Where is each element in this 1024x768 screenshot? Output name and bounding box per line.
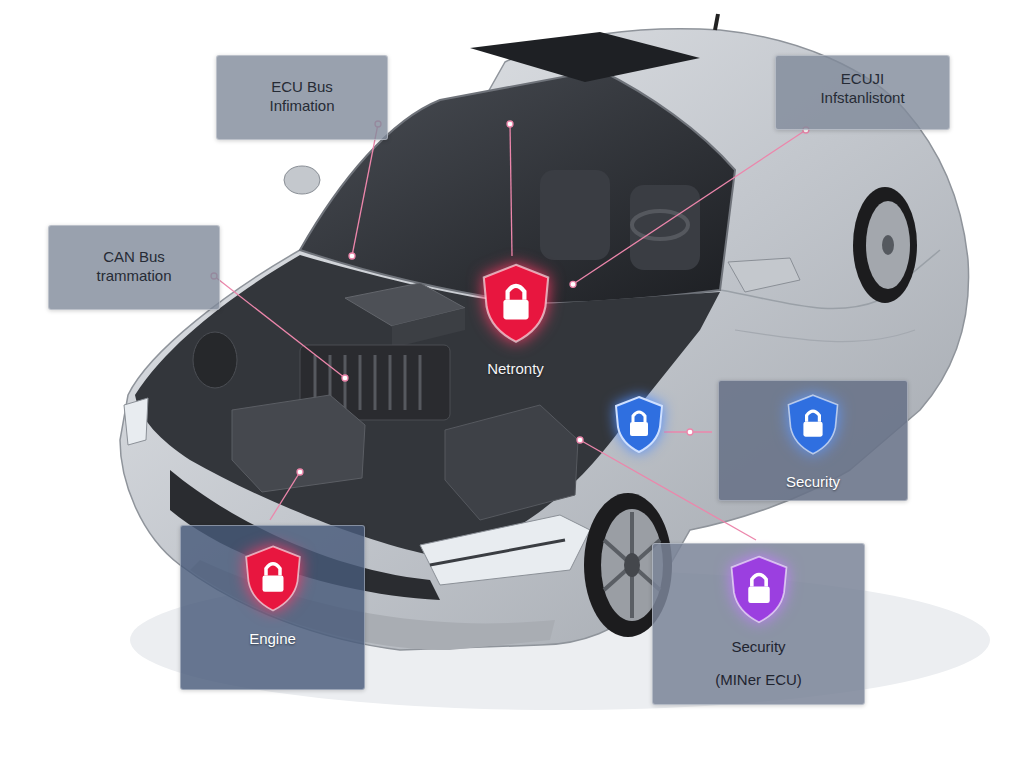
leader-dot [687,429,693,435]
shield-icon [242,544,304,614]
lock-icon [751,575,765,587]
leader-line [510,124,512,256]
front-wheel [624,553,640,577]
node-label: Security [731,638,785,657]
rear-wheel [853,187,917,303]
front-fascia [430,540,565,565]
front-fascia [124,398,148,445]
lock-icon [266,564,280,576]
windshield [632,211,688,239]
leader-line [214,124,756,540]
leader-dot [570,281,576,287]
node-label: CAN Bus trammation [79,248,189,286]
engine-bay [193,332,237,388]
windshield [630,185,700,270]
info-box: ECUJI Infstanlistont [775,55,950,130]
leader-dot [342,375,348,381]
rear-wheel [882,235,894,255]
security-box: Security (MINer ECU) [652,543,865,705]
windshield [540,170,610,260]
rear-wheel [853,187,917,303]
engine-bay [445,405,578,520]
node-label: Engine [249,630,296,649]
leader-connector [573,130,806,284]
lock-icon [748,586,769,603]
car-body [715,14,718,30]
node-label: Security [786,473,840,492]
leader-dot [577,437,583,443]
engine-box: Engine [180,525,365,690]
leader-dot [297,469,303,475]
engine-bay [404,355,407,410]
shield-icon [246,546,300,610]
engine-bay [359,355,362,410]
node-sublabel: (MINer ECU) [715,671,802,690]
lock-icon [503,300,528,320]
shield-icon [785,393,841,457]
shield-icon [479,262,553,346]
leader-dot [349,253,355,259]
leader-dot [507,121,513,127]
lock-icon [262,576,283,592]
rear-wheel [866,201,910,289]
leader-line [352,124,378,256]
engine-bay [392,308,465,348]
shield-icon [616,397,662,452]
shield-icon [483,265,547,342]
shield-icon [728,554,790,626]
node-label: ECU Bus Infimation [247,78,357,116]
engine-bay [344,355,347,410]
windshield [470,32,700,82]
side-mirror [284,166,320,194]
shield-icon [616,397,662,452]
security-box: Security [718,380,908,501]
side-mirror [728,258,800,292]
shield-icon [788,395,837,454]
shield-node: Netronty [458,258,573,387]
leader-line [270,472,300,520]
leader-line [214,276,345,378]
lock-icon [507,286,524,300]
shield-icon [633,412,645,422]
leader-dot [211,121,693,475]
info-box: CAN Bus trammation [48,225,220,310]
engine-bay [419,355,422,410]
shield-icon [731,557,786,623]
lock-icon [807,411,820,422]
engine-bay [232,395,365,492]
car-body [735,330,915,342]
engine-bay [389,355,392,410]
lock-icon [803,422,822,437]
engine-bay [374,355,377,410]
info-box: ECU Bus Infimation [216,55,388,140]
front-fascia [420,515,590,585]
shield-icon [630,422,648,436]
node-label: ECUJI Infstanlistont [803,70,923,108]
node-label: Netronty [487,360,544,379]
